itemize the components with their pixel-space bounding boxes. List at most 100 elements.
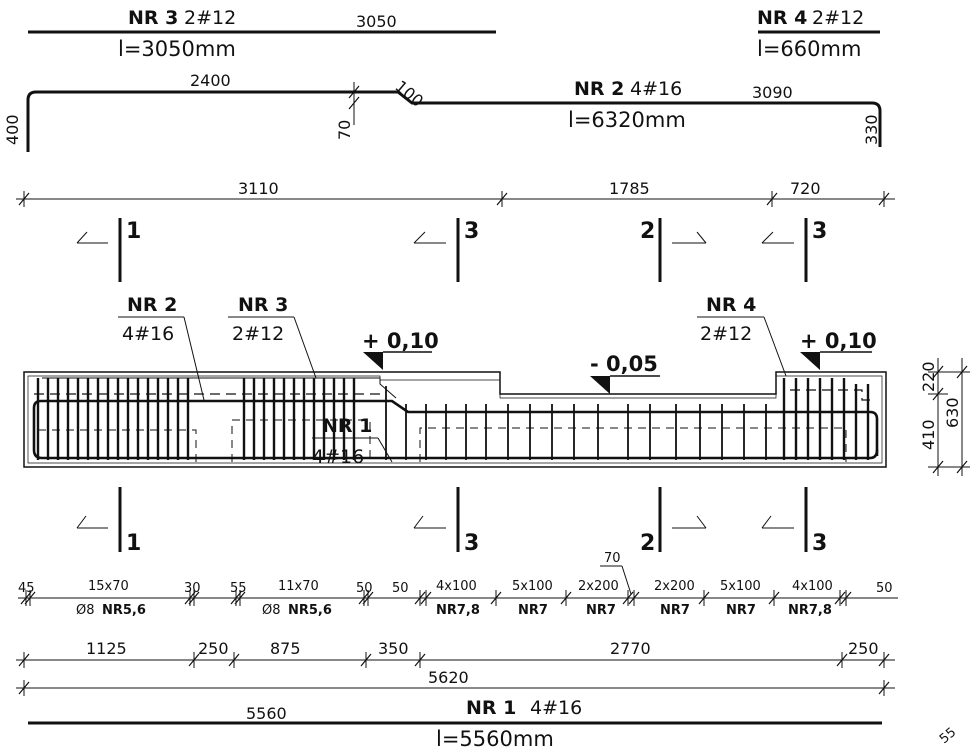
section-3-top-b: 3 (812, 219, 827, 244)
stirrup-end-right: 50 (876, 581, 893, 596)
callout-nr1-mark: NR 1 (322, 415, 372, 437)
bar-nr2-offset: 70 (335, 120, 354, 140)
bar-nr2-hook-left: 400 (3, 114, 22, 145)
stirrup-dia-a: Ø8 (76, 603, 95, 618)
bottom-dim-1: 1125 (86, 639, 127, 658)
stirrup-gap-b: 55 (230, 581, 247, 596)
stirrup-g1: 4x100 (436, 579, 477, 594)
bar-nr4-length: l=660mm (757, 37, 861, 61)
bar-nr1: 5560 NR 1 4#16 l=5560mm (28, 697, 882, 751)
stirrup-small: 70 (604, 551, 621, 566)
bar-nr1-length-label: 5560 (246, 704, 287, 723)
bar-nr3-mark: NR 3 (128, 7, 178, 29)
top-dim-1: 3110 (238, 179, 279, 198)
section-markers-top: 1 3 2 3 (76, 218, 827, 282)
level-left: + 0,10 (362, 329, 439, 370)
level-middle: - 0,05 (590, 352, 660, 394)
section-3-bottom-a: 3 (464, 531, 479, 556)
stirrup-g2-mark: NR7 (518, 603, 548, 618)
bar-nr3-qty: 2#12 (184, 7, 236, 29)
corner-mark: 55 (937, 725, 959, 747)
bar-nr2-mark: NR 2 (574, 78, 624, 100)
stirrups-right (782, 378, 870, 460)
callout-nr4: NR 4 2#12 (697, 294, 787, 377)
bar-nr1-mark: NR 1 (466, 697, 516, 719)
bar-nr2-slope: 100 (391, 77, 427, 111)
bar-nr4: NR 4 2#12 l=660mm (757, 7, 880, 61)
stirrup-g5-mark: NR7 (726, 603, 756, 618)
section-markers-bottom: 1 3 2 3 (76, 487, 827, 556)
bottom-dim-6: 250 (848, 639, 879, 658)
bar-nr2-seg-right: 3090 (752, 83, 793, 102)
stirrup-g6-mark: NR7,8 (788, 603, 832, 618)
stirrup-spacing-a: 15x70 (88, 579, 129, 594)
stirrup-chain: 45 15x70 Ø8 NR5,6 30 55 11x70 Ø8 NR5,6 5… (18, 551, 898, 618)
bar-nr2-shape (26, 90, 882, 152)
stirrup-g2: 5x100 (512, 579, 553, 594)
bar-nr1-qty: 4#16 (530, 697, 582, 719)
stirrup-g3-mark: NR7 (586, 603, 616, 618)
height-lower: 410 (919, 419, 938, 450)
section-3-top-a: 3 (464, 219, 479, 244)
bottom-dim-4: 350 (378, 639, 409, 658)
bar-nr3-length-label: 3050 (356, 12, 397, 31)
stirrup-mark-b: NR5,6 (288, 603, 332, 618)
stirrup-gap-d: 50 (392, 581, 409, 596)
section-3-bottom-b: 3 (812, 531, 827, 556)
beam-outline (23, 371, 887, 468)
bottom-dim-2: 250 (198, 639, 229, 658)
callout-nr4-qty: 2#12 (700, 323, 752, 345)
stirrup-mark-a: NR5,6 (102, 603, 146, 618)
level-right: + 0,10 (800, 329, 877, 370)
stirrups-middle (385, 386, 767, 460)
level-left-value: + 0,10 (362, 329, 439, 353)
stirrup-g6: 4x100 (792, 579, 833, 594)
bar-nr3-length: l=3050mm (118, 37, 236, 61)
callout-nr1: NR 1 4#16 (312, 415, 393, 468)
stirrups-left-2 (242, 378, 356, 460)
stirrup-end-left: 45 (18, 581, 35, 596)
stirrups-left (36, 378, 190, 460)
overall-dimension: 5620 (16, 668, 895, 697)
bar-nr3: NR 3 2#12 3050 l=3050mm (28, 7, 496, 61)
level-right-value: + 0,10 (800, 329, 877, 353)
stirrup-g3: 2x200 (578, 579, 619, 594)
stirrup-g4-mark: NR7 (660, 603, 690, 618)
callout-nr3-mark: NR 3 (238, 294, 288, 316)
callout-nr4-mark: NR 4 (706, 294, 756, 316)
section-2-bottom: 2 (640, 531, 655, 556)
stirrup-g1-mark: NR7,8 (436, 603, 480, 618)
callout-nr2: NR 2 4#16 (118, 294, 205, 401)
beam-elevation (23, 371, 887, 468)
top-dim-2: 1785 (609, 179, 650, 198)
section-2-top: 2 (640, 219, 655, 244)
bar-nr2-length: l=6320mm (568, 108, 686, 132)
bar-nr2-qty: 4#16 (630, 78, 682, 100)
bar-nr1-length: l=5560mm (436, 727, 554, 751)
stirrup-g4: 2x200 (654, 579, 695, 594)
section-1-bottom: 1 (126, 531, 141, 556)
callout-nr3: NR 3 2#12 (228, 294, 317, 379)
top-dim-3: 720 (790, 179, 821, 198)
bar-nr2-seg-left: 2400 (190, 71, 231, 90)
bar-nr4-mark: NR 4 (757, 7, 807, 29)
callout-nr2-qty: 4#16 (122, 323, 174, 345)
stirrup-dia-b: Ø8 (262, 603, 281, 618)
stirrup-g5: 5x100 (720, 579, 761, 594)
bottom-dimension-chain: 1125 250 875 350 2770 250 (16, 639, 895, 669)
stirrup-spacing-b: 11x70 (278, 579, 319, 594)
height-total: 630 (943, 397, 962, 428)
height-dimension: 220 410 630 (919, 358, 970, 476)
section-1-top: 1 (126, 219, 141, 244)
bar-nr2-hook-right: 330 (862, 114, 881, 145)
bar-nr2: 2400 400 70 100 NR 2 4#16 3090 l=6320mm … (3, 71, 882, 152)
callout-nr1-qty: 4#16 (312, 446, 364, 468)
stirrup-gap-c: 50 (356, 581, 373, 596)
overall-dim: 5620 (428, 668, 469, 687)
stirrup-gap-a: 30 (184, 581, 201, 596)
height-upper: 220 (919, 361, 938, 392)
callout-nr2-mark: NR 2 (127, 294, 177, 316)
callout-nr3-qty: 2#12 (232, 323, 284, 345)
bottom-dim-5: 2770 (610, 639, 651, 658)
